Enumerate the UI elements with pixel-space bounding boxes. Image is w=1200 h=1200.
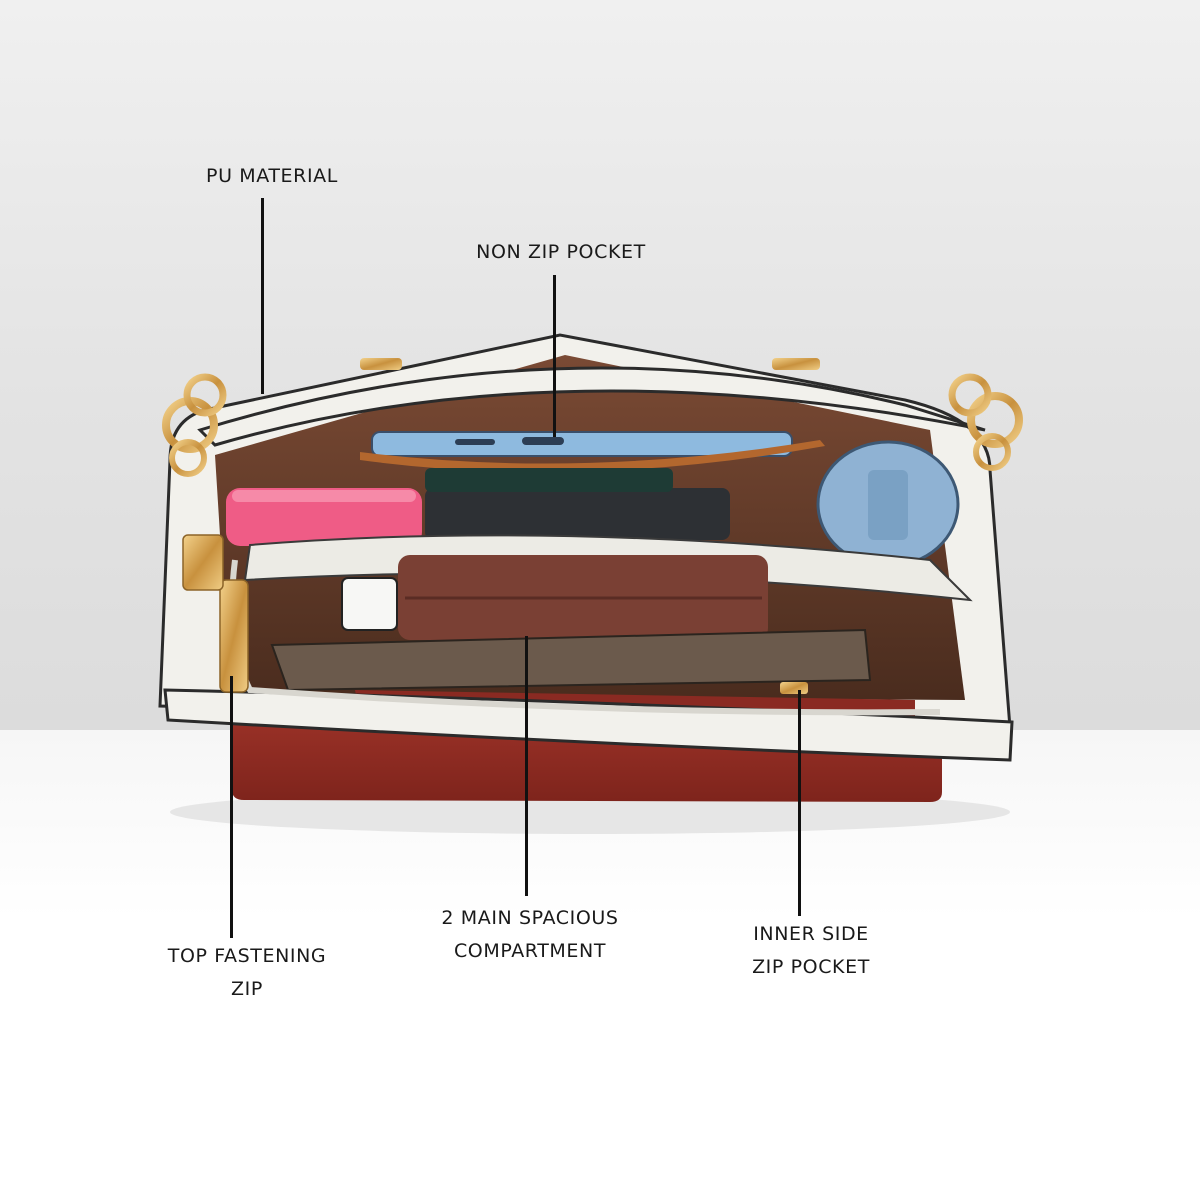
pink-compact <box>226 488 422 546</box>
leader-pu-material <box>261 198 264 394</box>
phone-button <box>455 439 495 445</box>
label-non-zip-pocket: NON ZIP POCKET <box>441 236 681 269</box>
label-pu-material: PU MATERIAL <box>172 160 372 193</box>
leader-non-zip-pocket <box>553 275 556 437</box>
leader-top-fastening-zip <box>230 676 233 938</box>
zipper-tag <box>182 534 224 591</box>
white-dice <box>341 577 398 631</box>
inner-zip-slider <box>780 682 808 694</box>
label-main-compartment-line1: 2 MAIN SPACIOUS <box>441 907 619 929</box>
right-ring <box>973 433 1011 471</box>
leader-main-compartment <box>525 636 528 896</box>
gold-stud <box>360 358 402 370</box>
label-inner-side-zip-pocket-line1: INNER SIDE <box>753 923 869 945</box>
label-inner-side-zip-pocket-line2: ZIP POCKET <box>752 956 870 978</box>
phone <box>371 431 793 457</box>
label-non-zip-pocket-text: NON ZIP POCKET <box>476 241 646 263</box>
power-bank <box>425 488 730 540</box>
back-flap <box>197 366 986 447</box>
label-main-compartment: 2 MAIN SPACIOUS COMPARTMENT <box>405 902 655 968</box>
phone-button <box>522 437 564 445</box>
zipper-pull <box>219 579 249 693</box>
label-top-fastening-zip-line2: ZIP <box>231 978 263 1000</box>
gold-stud <box>772 358 820 370</box>
label-pu-material-text: PU MATERIAL <box>206 165 338 187</box>
right-ring <box>948 373 992 417</box>
phone-case-rim <box>360 440 825 473</box>
label-main-compartment-line2: COMPARTMENT <box>453 940 607 962</box>
left-ring <box>183 373 227 417</box>
left-ring <box>169 439 207 477</box>
leader-inner-side-zip-pocket <box>798 690 801 916</box>
felt-book <box>270 628 872 692</box>
label-top-fastening-zip-line1: TOP FASTENING <box>167 945 327 967</box>
right-ring <box>967 392 1023 448</box>
label-top-fastening-zip: TOP FASTENING ZIP <box>132 940 362 1006</box>
label-inner-side-zip-pocket: INNER SIDE ZIP POCKET <box>706 918 916 984</box>
